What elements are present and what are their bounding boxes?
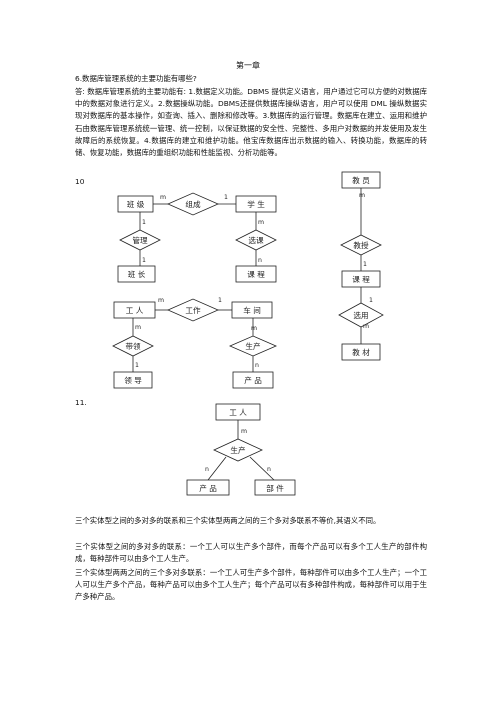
relation-gongzuo: [167, 298, 219, 322]
relation-guanli-label: 管理: [132, 235, 148, 245]
card-xuanyong-kecheng: 1: [369, 297, 373, 304]
relation-shengchan-11-label: 生产: [230, 445, 246, 455]
entity-bujian-11: [254, 479, 296, 496]
entity-lingdao-label: 领 导: [124, 375, 142, 385]
entity-jiaoyuan-label: 教 员: [352, 175, 370, 185]
question-10-label: 10: [75, 177, 85, 186]
relation-gongzuo-label: 工作: [185, 305, 201, 315]
card-zucheng-banji: m: [160, 194, 166, 201]
card-xuanke-xuesheng: m: [258, 219, 264, 226]
entity-banji: [117, 195, 154, 213]
card-11-chanpin: n: [205, 466, 209, 473]
card-guanli-banji: 1: [142, 219, 146, 226]
entity-chanpin-label: 产 品: [244, 375, 262, 385]
entity-chanpin-11: [186, 479, 230, 496]
entity-jiaoyuan: [341, 171, 381, 189]
entity-lingdao: [113, 371, 153, 389]
card-dailing-lingdao: 1: [135, 362, 139, 369]
relation-zucheng-label: 组成: [185, 199, 201, 209]
card-guanli-banzhang: 1: [142, 257, 146, 264]
entity-kecheng: [235, 265, 277, 283]
relation-jiaoshou: [340, 234, 382, 256]
relation-zucheng: [167, 192, 219, 216]
question-6-heading: 6.数据库管理系统的主要功能有哪些?: [75, 74, 197, 83]
page-title: 第一章: [236, 61, 260, 70]
entity-gongren-label: 工 人: [126, 306, 144, 315]
relation-guanli: [119, 229, 161, 251]
entity-kecheng2: [341, 270, 381, 288]
relation-dailing: [112, 335, 154, 357]
entity-xuesheng-label: 学 生: [247, 199, 265, 209]
entity-banji-label: 班 级: [127, 199, 145, 209]
entity-gongren-11-label: 工 人: [229, 408, 247, 417]
card-xuanyong-jiaocai: m: [363, 323, 369, 330]
card-jiaoshou-jiaoyuan: m: [359, 192, 365, 199]
relation-dailing-label: 带领: [125, 341, 141, 351]
card-jiaoshou-kecheng: 1: [363, 261, 367, 268]
card-gongzuo-chejian: 1: [218, 297, 222, 304]
card-dailing-gongren: m: [135, 324, 141, 331]
relation-xuanke-label: 选课: [248, 235, 264, 245]
entity-bujian-11-label: 部 件: [266, 483, 284, 493]
relation-xuanyong: [338, 302, 384, 328]
entity-banzhang-label: 班 长: [128, 269, 146, 279]
text-paragraph-2: 三个实体型之间的多对多的联系：一个工人可以生产多个部件，而每个产品可以有多个工人…: [75, 542, 427, 564]
relation-xuanyong-label: 选用: [353, 310, 368, 320]
entity-chejian: [231, 301, 273, 319]
entity-chanpin-11-label: 产 品: [199, 483, 217, 493]
text-paragraph-1: 三个实体型之间的多对多的联系和三个实体型两两之间的三个多对多联系不等价,其语义不…: [75, 516, 381, 525]
card-zucheng-xuesheng: 1: [224, 194, 228, 201]
entity-jiaocai: [341, 343, 381, 361]
entity-banzhang: [117, 265, 156, 283]
card-11-gongren: m: [241, 428, 247, 435]
relation-xuanke: [235, 229, 277, 251]
relation-shengchan-11: [213, 438, 263, 462]
card-xuanke-kecheng: n: [258, 257, 262, 264]
entity-chejian-label: 车 间: [243, 305, 261, 315]
text-paragraph-3: 三个实体型两两之间的三个多对多联系：一个工人可生产多个部件，每种部件可以由多个工…: [75, 568, 427, 602]
card-shengchan-chanpin: n: [255, 362, 259, 369]
entity-gongren-11: [215, 403, 261, 421]
card-shengchan-chejian: m: [251, 325, 257, 332]
entity-chanpin: [232, 371, 274, 389]
entity-kecheng2-label: 课 程: [352, 275, 370, 284]
relation-jiaoshou-label: 教授: [353, 240, 369, 250]
entity-jiaocai-label: 教 材: [352, 347, 370, 357]
relation-shengchan: [228, 335, 278, 357]
relation-shengchan-label: 生产: [245, 341, 261, 351]
card-11-bujian: n: [267, 466, 271, 473]
entity-gongren: [113, 301, 156, 319]
question-6-answer: 答: 数据库管理系统的主要功能有: 1.数据定义功能。DBMS 提供定义语言，用…: [75, 87, 427, 158]
entity-kecheng-label: 课 程: [247, 270, 265, 279]
question-11-label: 11.: [75, 398, 87, 407]
entity-xuesheng: [235, 195, 277, 213]
card-gongzuo-gongren: m: [158, 297, 164, 304]
